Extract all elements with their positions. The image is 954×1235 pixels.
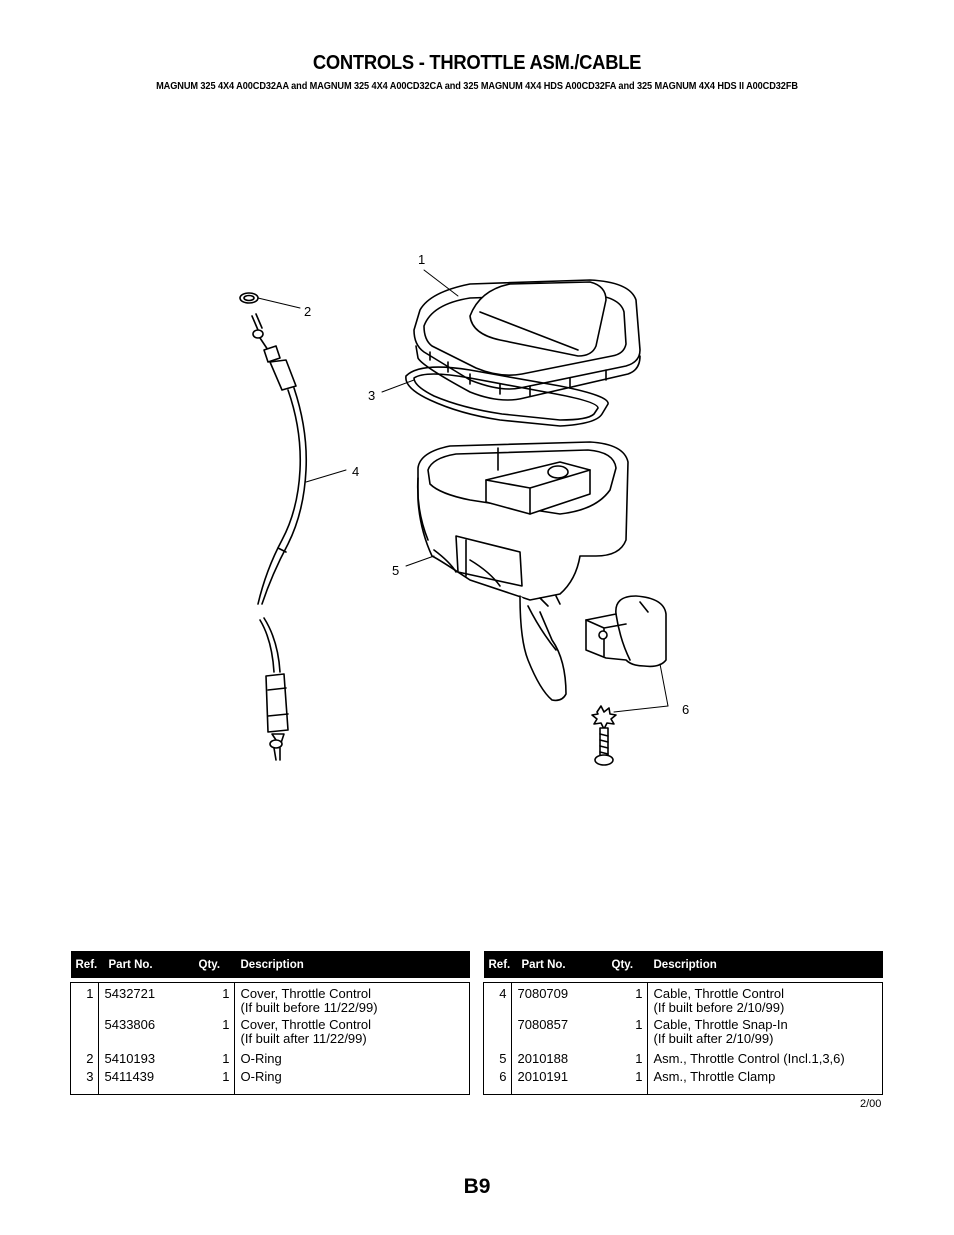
header-description: Description (647, 951, 883, 978)
row-description: Asm., Throttle Clamp (653, 1069, 776, 1084)
table-row: 4 7080709 1 Cable, Throttle Control(If b… (484, 983, 882, 1015)
row-part-no: 2010188 (517, 1051, 569, 1066)
page-number: B9 (463, 1175, 491, 1198)
header-ref: Ref. (483, 951, 512, 978)
table-row: 6 2010191 1 Asm., Throttle Clamp (484, 1066, 882, 1094)
header-qty: Qty. (198, 951, 235, 978)
row-description: Asm., Throttle Control (Incl.1,3,6) (653, 1051, 845, 1066)
throttle-cable-drawing (251, 313, 308, 761)
callout-6: 6 (682, 702, 689, 717)
callout-2: 2 (304, 304, 311, 319)
table-row: 5 2010188 1 Asm., Throttle Control (Incl… (484, 1046, 882, 1066)
row-part-no: 5411439 (104, 1069, 155, 1084)
throttle-clamp-drawing (585, 595, 667, 766)
page-title: CONTROLS - THROTTLE ASM./CABLE (312, 52, 642, 74)
row-part-no: 7080709 (517, 986, 569, 1001)
row-ref: 2 (71, 1046, 99, 1066)
row-part-no: 5432721 (104, 986, 156, 1001)
row-ref (71, 1015, 99, 1046)
table-row: 3 5411439 1 O-Ring (71, 1066, 469, 1094)
table-row: 1 5432721 1 Cover, Throttle Control(If b… (71, 983, 469, 1015)
gasket-o-ring-drawing (405, 366, 609, 427)
row-qty: 1 (198, 1015, 235, 1046)
row-qty: 1 (611, 1066, 648, 1094)
callout-4: 4 (352, 464, 359, 479)
callout-1: 1 (418, 252, 425, 267)
header-part-no: Part No. (511, 951, 612, 978)
row-description: Cover, Throttle Control(If built after 1… (240, 1017, 372, 1046)
row-description: Cable, Throttle Snap-In(If built after 2… (653, 1017, 788, 1046)
row-description: Cover, Throttle Control(If built before … (240, 986, 378, 1015)
cover-throttle-control-drawing (413, 279, 641, 401)
table-row: 5433806 1 Cover, Throttle Control(If bui… (71, 1015, 469, 1046)
row-part-no: 5410193 (104, 1051, 156, 1066)
header-ref: Ref. (70, 951, 99, 978)
row-qty: 1 (611, 1046, 648, 1066)
row-ref: 5 (484, 1046, 512, 1066)
header-description: Description (234, 951, 470, 978)
row-description: O-Ring (240, 1051, 282, 1066)
table-row: 7080857 1 Cable, Throttle Snap-In(If bui… (484, 1015, 882, 1046)
table-row: 2 5410193 1 O-Ring (71, 1046, 469, 1066)
header-qty: Qty. (611, 951, 648, 978)
row-qty: 1 (611, 1015, 648, 1046)
row-part-no: 7080857 (517, 1017, 569, 1032)
header-part-no: Part No. (98, 951, 199, 978)
throttle-control-housing-drawing (416, 441, 629, 702)
row-qty: 1 (198, 1066, 235, 1094)
row-ref: 1 (71, 983, 99, 1015)
row-part-no: 5433806 (104, 1017, 156, 1032)
row-qty: 1 (198, 1046, 235, 1066)
o-ring-small-drawing (239, 292, 259, 304)
exploded-parts-diagram: 1 2 3 4 5 6 (239, 252, 689, 766)
row-ref: 3 (71, 1066, 99, 1094)
row-ref: 4 (484, 983, 512, 1015)
parts-table-left: Ref. Part No. Qty. Description 1 5432721… (70, 951, 470, 1095)
row-description: O-Ring (240, 1069, 282, 1084)
row-ref (484, 1015, 512, 1046)
parts-table-right: Ref. Part No. Qty. Description 4 7080709… (483, 951, 883, 1095)
row-qty: 1 (198, 983, 235, 1015)
callout-3: 3 (368, 388, 375, 403)
row-qty: 1 (611, 983, 648, 1015)
row-description: Cable, Throttle Control(If built before … (653, 986, 785, 1015)
table-header-row: Ref. Part No. Qty. Description (70, 951, 470, 978)
revision-date: 2/00 (860, 1098, 882, 1110)
model-subtitle: MAGNUM 325 4X4 A00CD32AA and MAGNUM 325 … (156, 81, 798, 92)
row-part-no: 2010191 (517, 1069, 569, 1084)
row-ref: 6 (484, 1066, 512, 1094)
table-header-row: Ref. Part No. Qty. Description (483, 951, 883, 978)
callout-5: 5 (392, 563, 399, 578)
